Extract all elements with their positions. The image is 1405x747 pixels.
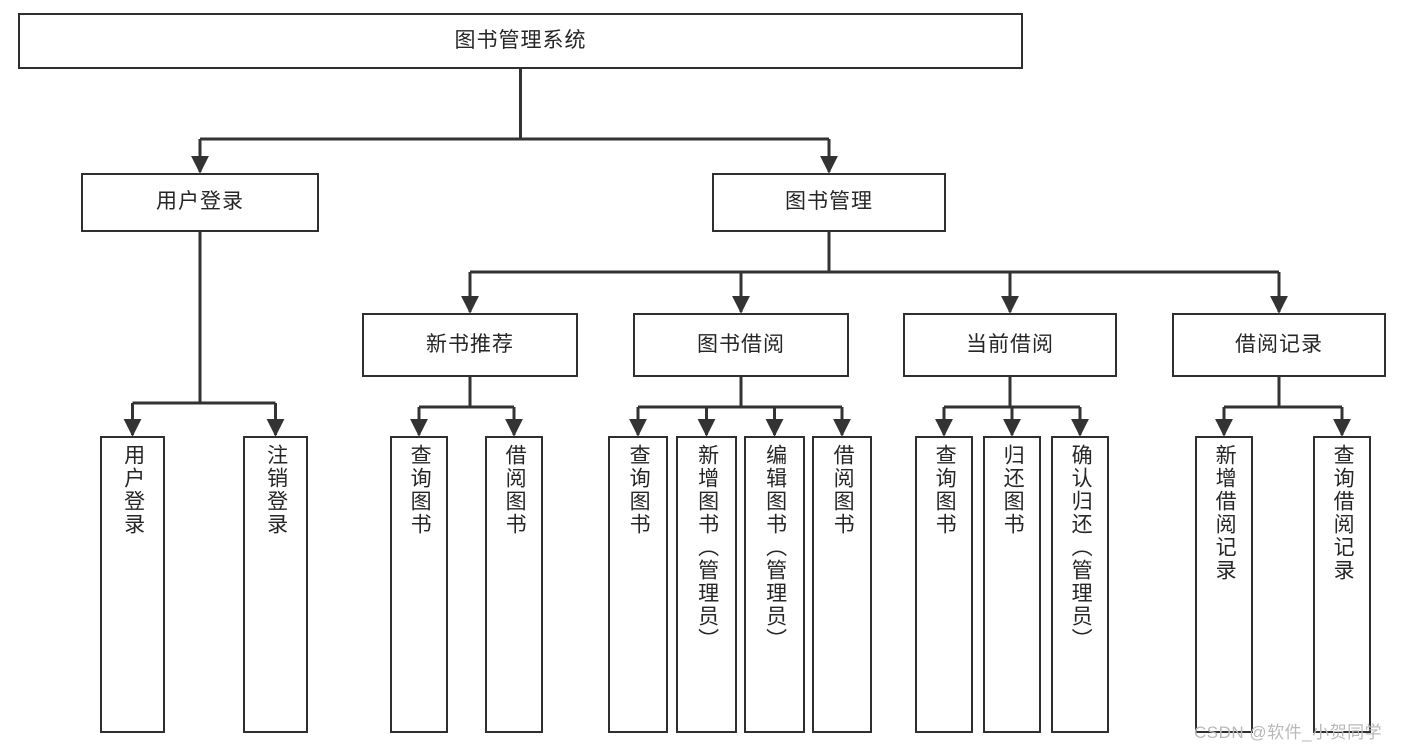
node-leaf-rec-search[interactable]: 查询借阅记录 <box>1313 436 1371 733</box>
node-label: 归还图书 <box>1001 444 1025 536</box>
node-label: 用户登录 <box>121 444 145 536</box>
node-leaf-borrow-do[interactable]: 借阅图书 <box>812 436 872 733</box>
node-borrow-record[interactable]: 借阅记录 <box>1172 313 1386 377</box>
node-label: 查询借阅记录 <box>1331 444 1355 582</box>
node-leaf-cur-confirm[interactable]: 确认归还（管理员） <box>1051 436 1109 733</box>
node-label: 确认归还（管理员） <box>1069 444 1093 651</box>
node-root[interactable]: 图书管理系统 <box>18 13 1023 69</box>
node-label: 新增图书（管理员） <box>695 444 719 651</box>
node-label: 用户登录 <box>156 190 244 214</box>
watermark: CSDN @软件_小贺同学 <box>1194 723 1383 742</box>
node-label: 编辑图书（管理员） <box>763 444 787 651</box>
node-leaf-user-login[interactable]: 用户登录 <box>100 436 165 733</box>
node-leaf-rec-borrow[interactable]: 借阅图书 <box>485 436 543 733</box>
node-leaf-borrow-edit[interactable]: 编辑图书（管理员） <box>744 436 805 733</box>
node-label: 图书借阅 <box>697 332 785 356</box>
node-book-borrow[interactable]: 图书借阅 <box>633 313 849 377</box>
node-label: 新增借阅记录 <box>1213 444 1237 582</box>
node-leaf-user-logout[interactable]: 注销登录 <box>243 436 308 733</box>
node-leaf-borrow-query[interactable]: 查询图书 <box>608 436 668 733</box>
node-label: 查询图书 <box>627 444 651 536</box>
node-label: 图书管理 <box>785 190 873 214</box>
node-leaf-rec-add[interactable]: 新增借阅记录 <box>1195 436 1253 733</box>
node-leaf-rec-query[interactable]: 查询图书 <box>390 436 448 733</box>
node-label: 借阅图书 <box>831 444 855 536</box>
node-label: 借阅图书 <box>503 444 527 536</box>
node-leaf-borrow-add[interactable]: 新增图书（管理员） <box>676 436 737 733</box>
node-label: 查询图书 <box>408 444 432 536</box>
node-label: 查询图书 <box>933 444 957 536</box>
node-book-manage[interactable]: 图书管理 <box>712 173 946 232</box>
node-user-login[interactable]: 用户登录 <box>81 173 319 232</box>
node-label: 当前借阅 <box>966 332 1054 356</box>
node-label: 新书推荐 <box>426 332 514 356</box>
node-label: 注销登录 <box>264 444 288 536</box>
node-label: 借阅记录 <box>1235 332 1323 356</box>
node-new-book-rec[interactable]: 新书推荐 <box>362 313 578 377</box>
node-label: 图书管理系统 <box>454 28 587 52</box>
node-current-borrow[interactable]: 当前借阅 <box>903 313 1117 377</box>
node-leaf-cur-query[interactable]: 查询图书 <box>915 436 973 733</box>
node-leaf-cur-return[interactable]: 归还图书 <box>983 436 1041 733</box>
